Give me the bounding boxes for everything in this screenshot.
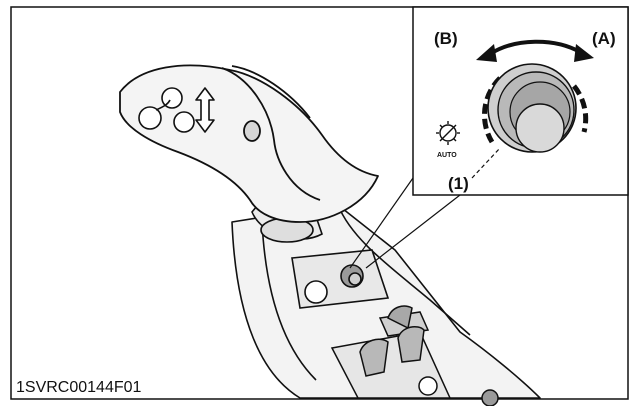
figure-code: 1SVRC00144F01 — [16, 379, 142, 396]
gear-auto-icon — [436, 121, 460, 145]
lever-button — [243, 120, 261, 142]
leader-lines — [349, 177, 461, 269]
switch-panel — [291, 249, 390, 309]
direction-a-label: (A) — [592, 29, 616, 48]
direction-b-label: (B) — [434, 29, 458, 48]
rotation-arrow — [476, 39, 594, 62]
shift-lever — [119, 64, 379, 223]
part-1-label: (1) — [448, 174, 469, 193]
rotary-knob — [481, 63, 589, 153]
console-body — [231, 204, 541, 399]
lower-switch-panel — [330, 305, 499, 406]
double-arrow-icon — [195, 87, 215, 133]
round-button — [304, 280, 328, 304]
auto-label: AUTO — [437, 152, 457, 159]
shift-pattern — [138, 87, 195, 133]
